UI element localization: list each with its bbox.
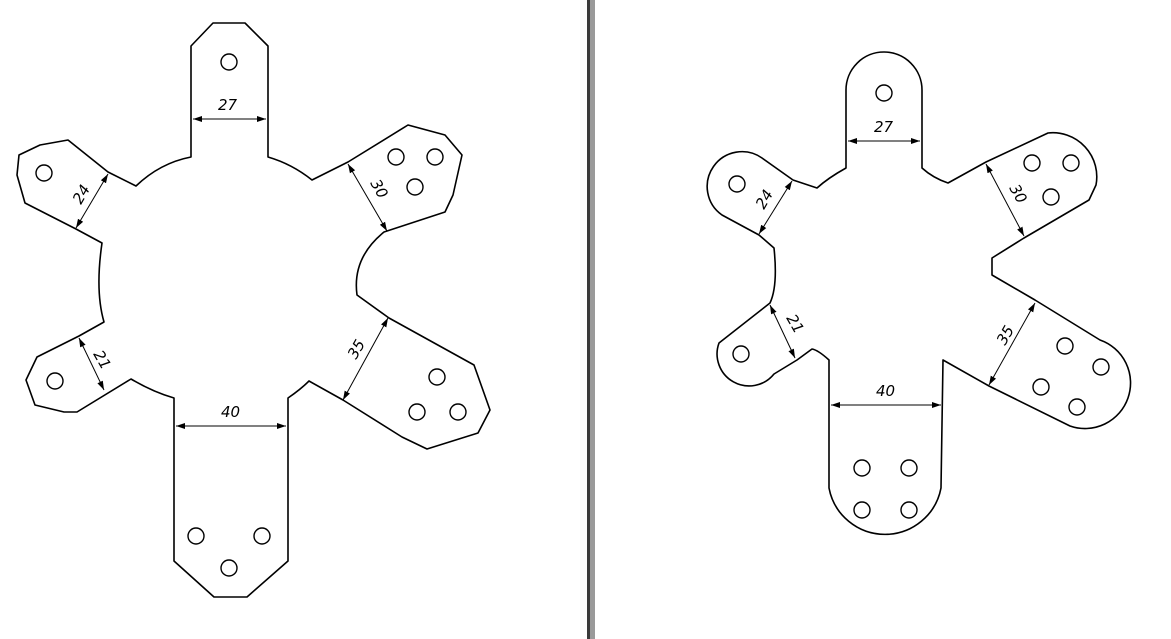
left-flange-drawing: 27 30 35 40 21 24 [16,22,491,598]
hole [853,501,871,519]
hole [187,527,205,545]
hole [406,178,424,196]
hole [220,53,238,71]
dimension-label-upper-right: 30 [367,176,392,202]
hole [46,372,64,390]
hole [1056,337,1074,355]
dimension-label-top: 27 [218,96,238,114]
hole [35,164,53,182]
hole [449,403,467,421]
hole [1042,188,1060,206]
dimension-label-lower-right: 35 [344,336,369,362]
hole [875,84,893,102]
hole [1068,398,1086,416]
hole [1092,358,1110,376]
dimension-line-upper-right [347,163,388,232]
hole [1032,378,1050,396]
hole [853,459,871,477]
dimension-line-lower-left [78,337,105,391]
divider-bar [590,0,595,639]
dimension-line-lower-left [769,304,796,359]
dimension-label-top: 27 [874,118,894,136]
hole [1023,154,1041,172]
dimension-label-lower-right: 35 [993,322,1018,348]
hole [732,345,750,363]
right-drawing-pane: 27 30 35 40 21 24 [597,0,1171,639]
dimension-label-bottom: 40 [221,403,240,421]
dimension-line-upper-left [758,180,793,235]
hole [253,527,271,545]
dimension-label-upper-left: 24 [752,186,777,212]
hole [900,501,918,519]
hole [426,148,444,166]
left-part-outline [16,22,491,598]
hole [408,403,426,421]
dimension-label-bottom: 40 [876,382,895,400]
dimension-line-lower-right [988,302,1036,386]
dimension-line-lower-right [342,317,389,401]
hole [220,559,238,577]
hole [900,459,918,477]
dimension-label-lower-left: 21 [783,311,808,337]
hole [1062,154,1080,172]
right-flange-drawing: 27 30 35 40 21 24 [706,51,1132,536]
left-drawing-pane: 27 30 35 40 21 24 [0,0,585,639]
pane-divider[interactable] [585,0,597,639]
dimension-line-upper-left [75,173,109,229]
dimension-label-upper-right: 30 [1006,181,1031,207]
hole [428,368,446,386]
hole [387,148,405,166]
divider-edge [587,0,590,639]
hole [728,175,746,193]
right-part-outline [706,51,1132,536]
dimension-line-upper-right [985,163,1025,237]
